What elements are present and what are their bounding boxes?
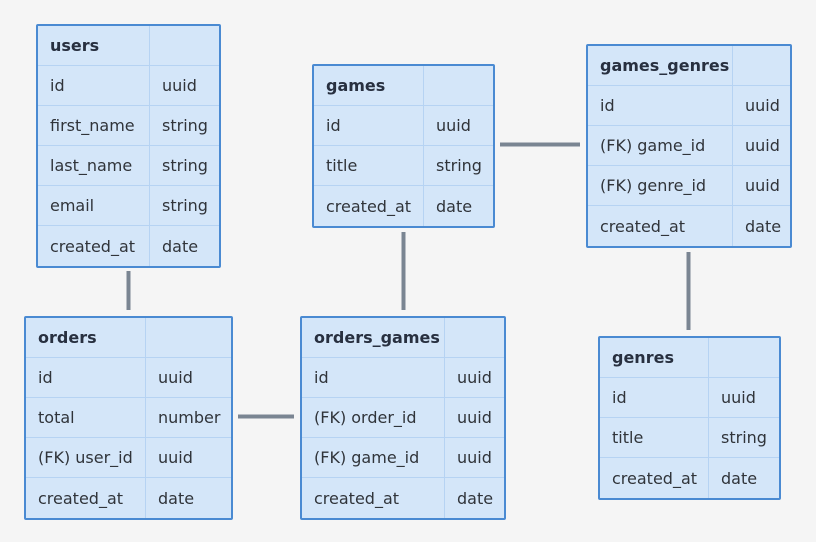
field-name: id bbox=[588, 86, 733, 125]
entity-header: genres bbox=[600, 338, 779, 378]
field-row[interactable]: title string bbox=[600, 418, 779, 458]
entity-header-blank bbox=[146, 318, 158, 357]
field-type: uuid bbox=[158, 448, 193, 467]
entity-header: games_genres bbox=[588, 46, 790, 86]
entity-title: games bbox=[314, 66, 424, 105]
field-name: (FK) genre_id bbox=[588, 166, 733, 205]
entity-orders-games[interactable]: orders_games id uuid (FK) order_id uuid … bbox=[300, 316, 506, 520]
field-row[interactable]: created_at date bbox=[302, 478, 504, 518]
field-name: created_at bbox=[26, 478, 146, 518]
field-row[interactable]: last_name string bbox=[38, 146, 219, 186]
field-name: created_at bbox=[588, 206, 733, 246]
field-type: date bbox=[745, 216, 782, 236]
field-type: number bbox=[158, 408, 221, 427]
field-type: uuid bbox=[158, 368, 193, 387]
field-row[interactable]: id uuid bbox=[26, 358, 231, 398]
field-name: created_at bbox=[38, 226, 150, 266]
field-row[interactable]: id uuid bbox=[302, 358, 504, 398]
field-row[interactable]: total number bbox=[26, 398, 231, 438]
entity-games[interactable]: games id uuid title string created_at da… bbox=[312, 64, 495, 228]
field-type: uuid bbox=[721, 388, 756, 407]
field-row[interactable]: (FK) game_id uuid bbox=[302, 438, 504, 478]
field-type: string bbox=[162, 196, 208, 215]
field-row[interactable]: first_name string bbox=[38, 106, 219, 146]
field-name: last_name bbox=[38, 146, 150, 185]
field-type: uuid bbox=[436, 116, 471, 135]
field-name: (FK) order_id bbox=[302, 398, 445, 437]
entity-title: orders_games bbox=[302, 318, 445, 357]
field-name: created_at bbox=[600, 458, 709, 498]
entity-header: games bbox=[314, 66, 493, 106]
field-row[interactable]: (FK) game_id uuid bbox=[588, 126, 790, 166]
field-type: date bbox=[436, 196, 473, 216]
field-row[interactable]: created_at date bbox=[38, 226, 219, 266]
field-row[interactable]: created_at date bbox=[588, 206, 790, 246]
field-row[interactable]: title string bbox=[314, 146, 493, 186]
field-name: id bbox=[600, 378, 709, 417]
entity-header-blank bbox=[150, 26, 162, 65]
field-name: created_at bbox=[302, 478, 445, 518]
field-name: id bbox=[38, 66, 150, 105]
entity-header-blank bbox=[445, 318, 457, 357]
field-type: string bbox=[436, 156, 482, 175]
field-row[interactable]: (FK) genre_id uuid bbox=[588, 166, 790, 206]
field-type: date bbox=[162, 236, 199, 256]
entity-header: orders bbox=[26, 318, 231, 358]
field-type: uuid bbox=[457, 408, 492, 427]
field-row[interactable]: id uuid bbox=[314, 106, 493, 146]
entity-header-blank bbox=[709, 338, 721, 377]
field-type: date bbox=[158, 488, 195, 508]
field-name: id bbox=[314, 106, 424, 145]
entity-header-blank bbox=[424, 66, 436, 105]
field-type: string bbox=[162, 116, 208, 135]
field-type: date bbox=[457, 488, 494, 508]
field-name: (FK) game_id bbox=[588, 126, 733, 165]
entity-header-blank bbox=[733, 46, 745, 85]
field-type: string bbox=[162, 156, 208, 175]
field-row[interactable]: email string bbox=[38, 186, 219, 226]
field-row[interactable]: (FK) order_id uuid bbox=[302, 398, 504, 438]
field-type: uuid bbox=[745, 136, 780, 155]
field-type: uuid bbox=[457, 448, 492, 467]
field-type: date bbox=[721, 468, 758, 488]
field-row[interactable]: created_at date bbox=[26, 478, 231, 518]
field-row[interactable]: id uuid bbox=[38, 66, 219, 106]
entity-users[interactable]: users id uuid first_name string last_nam… bbox=[36, 24, 221, 268]
entity-title: genres bbox=[600, 338, 709, 377]
field-row[interactable]: id uuid bbox=[600, 378, 779, 418]
entity-title: users bbox=[38, 26, 150, 65]
field-type: uuid bbox=[745, 96, 780, 115]
field-type: string bbox=[721, 428, 767, 447]
field-name: email bbox=[38, 186, 150, 225]
entity-orders[interactable]: orders id uuid total number (FK) user_id… bbox=[24, 316, 233, 520]
field-type: uuid bbox=[457, 368, 492, 387]
field-name: title bbox=[600, 418, 709, 457]
field-row[interactable]: created_at date bbox=[600, 458, 779, 498]
entity-title: orders bbox=[26, 318, 146, 357]
field-name: title bbox=[314, 146, 424, 185]
entity-games-genres[interactable]: games_genres id uuid (FK) game_id uuid (… bbox=[586, 44, 792, 248]
field-name: created_at bbox=[314, 186, 424, 226]
field-name: total bbox=[26, 398, 146, 437]
entity-header: users bbox=[38, 26, 219, 66]
entity-header: orders_games bbox=[302, 318, 504, 358]
field-row[interactable]: id uuid bbox=[588, 86, 790, 126]
entity-genres[interactable]: genres id uuid title string created_at d… bbox=[598, 336, 781, 500]
field-type: uuid bbox=[745, 176, 780, 195]
field-name: first_name bbox=[38, 106, 150, 145]
field-name: (FK) user_id bbox=[26, 438, 146, 477]
field-type: uuid bbox=[162, 76, 197, 95]
field-row[interactable]: created_at date bbox=[314, 186, 493, 226]
entity-title: games_genres bbox=[588, 46, 733, 85]
field-row[interactable]: (FK) user_id uuid bbox=[26, 438, 231, 478]
field-name: (FK) game_id bbox=[302, 438, 445, 477]
field-name: id bbox=[26, 358, 146, 397]
field-name: id bbox=[302, 358, 445, 397]
